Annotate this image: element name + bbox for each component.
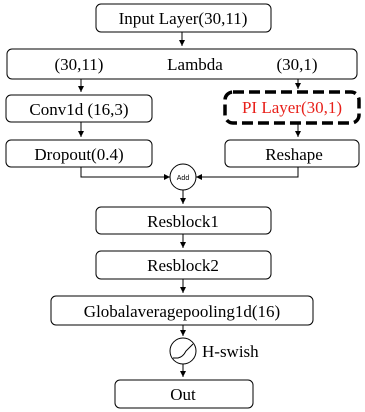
out-label: Out xyxy=(170,385,196,404)
resblock1-label: Resblock1 xyxy=(147,212,219,231)
out-node: Out xyxy=(114,379,254,409)
activation-curve-icon xyxy=(173,343,194,359)
edge-dropout-add xyxy=(80,167,170,180)
add-node: Add xyxy=(169,163,197,191)
input-layer-label: Input Layer(30,11) xyxy=(119,9,248,28)
lambda-node: (30,11) Lambda (30,1) xyxy=(6,48,358,80)
gap-node: Globalaveragepooling1d(16) xyxy=(50,295,314,326)
resblock1-node: Resblock1 xyxy=(95,206,272,235)
resblock2-label: Resblock2 xyxy=(147,256,219,275)
lambda-left-label: (30,11) xyxy=(55,55,104,74)
gap-label: Globalaveragepooling1d(16) xyxy=(84,302,280,321)
reshape-node: Reshape xyxy=(224,139,360,168)
edges xyxy=(78,32,301,377)
add-label: Add xyxy=(177,175,190,182)
reshape-label: Reshape xyxy=(265,145,323,164)
lambda-right-label: (30,1) xyxy=(276,55,317,74)
pi-layer-node: PI Layer(30,1) xyxy=(223,90,361,125)
dropout-node: Dropout(0.4) xyxy=(5,139,153,168)
input-layer-node: Input Layer(30,11) xyxy=(95,3,272,33)
pi-layer-label: PI Layer(30,1) xyxy=(242,98,342,117)
dropout-label: Dropout(0.4) xyxy=(34,145,123,164)
edge-reshape-add xyxy=(196,167,299,180)
activation-node: H-swish xyxy=(169,337,259,365)
conv1d-node: Conv1d (16,3) xyxy=(5,94,153,123)
conv1d-label: Conv1d (16,3) xyxy=(29,100,128,119)
lambda-center-label: Lambda xyxy=(167,55,223,74)
resblock2-node: Resblock2 xyxy=(95,250,272,280)
activation-label: H-swish xyxy=(202,342,259,361)
